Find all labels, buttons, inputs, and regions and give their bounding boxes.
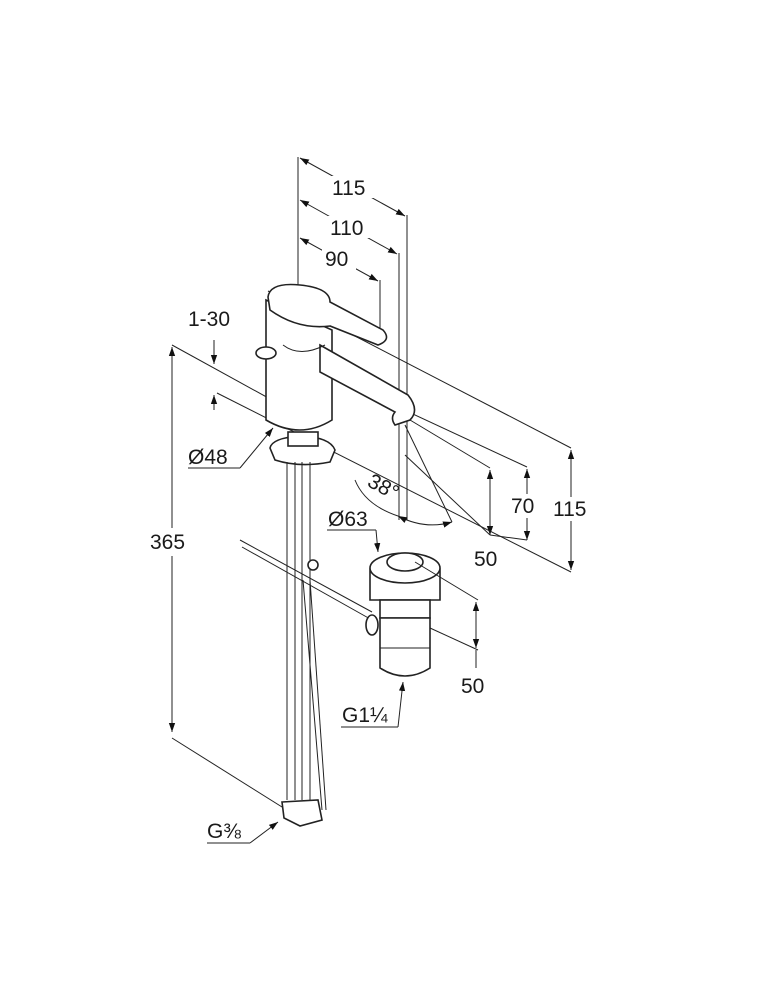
label-115-right: 115 xyxy=(553,498,586,521)
supply-hoses xyxy=(281,462,327,827)
label-drain-height: 50 xyxy=(461,675,484,698)
label-50-right: 50 xyxy=(474,548,497,571)
label-body-diameter: Ø48 xyxy=(188,446,228,469)
faucet-body xyxy=(255,283,416,466)
label-angle: 38° xyxy=(364,470,403,505)
label-drain-thread: G1¼ xyxy=(342,704,388,727)
drain-valve xyxy=(365,552,480,677)
label-90-top: 90 xyxy=(325,248,348,271)
label-115-top: 115 xyxy=(332,177,365,200)
leaders xyxy=(188,427,406,844)
label-supply-thread: G⅜ xyxy=(207,820,241,843)
label-drain-diameter: Ø63 xyxy=(328,508,368,531)
label-110-top: 110 xyxy=(330,217,363,240)
label-height: 365 xyxy=(150,531,185,554)
label-adjust: 1-30 xyxy=(188,308,230,331)
popup-rod xyxy=(239,539,373,621)
label-70-right: 70 xyxy=(511,495,534,518)
